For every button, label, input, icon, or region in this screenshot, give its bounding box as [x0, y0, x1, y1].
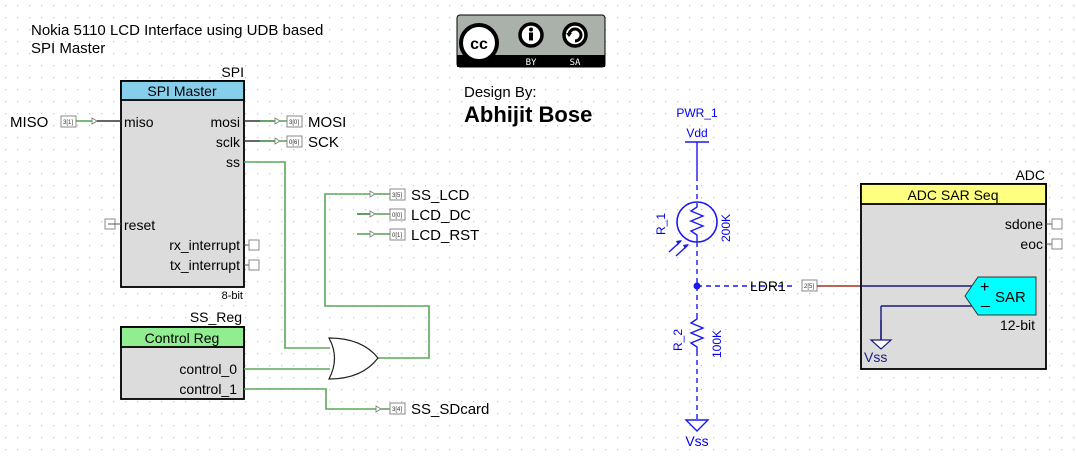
spi-instance-name: SPI	[221, 64, 244, 80]
spi-header-label: SPI Master	[147, 83, 217, 99]
ss-lcd-port-label: SS_LCD	[411, 187, 470, 204]
lcd-dc-pin-number: 0[0]	[392, 213, 402, 219]
ss-sdcard-port[interactable]: 3[4] SS_SDcard	[375, 401, 489, 418]
rx-interrupt-terminal[interactable]	[244, 239, 260, 251]
cc-icon: cc	[459, 23, 499, 63]
ssreg-instance-name: SS_Reg	[190, 309, 242, 325]
ldr1-port[interactable]: 2[5]	[801, 279, 818, 292]
mosi-port-label: MOSI	[308, 114, 346, 131]
svg-text:cc: cc	[470, 36, 488, 53]
control-1-net-wire[interactable]	[244, 388, 376, 410]
ground-icon	[684, 419, 710, 432]
r1-value: 200K	[719, 214, 733, 242]
adc-instance-name: ADC	[1015, 167, 1045, 183]
sar-minus: _	[980, 291, 991, 308]
spi-pin-mosi: mosi	[210, 114, 240, 130]
power-vdd-symbol[interactable]: PWR_1 Vdd	[676, 106, 718, 143]
miso-port-label: MISO	[10, 114, 48, 131]
share-alike-icon	[562, 22, 588, 48]
sar-plus: +	[980, 279, 989, 296]
spi-header	[120, 80, 245, 101]
tx-interrupt-terminal[interactable]	[244, 259, 260, 271]
ss-lcd-port[interactable]: 3[5] SS_LCD	[369, 187, 470, 204]
spi-master-component[interactable]: SPI SPI Master miso reset mosi sclk ss r…	[120, 64, 245, 302]
spi-pin-miso: miso	[124, 114, 154, 130]
spi-pin-tx-interrupt: tx_interrupt	[170, 257, 240, 273]
or-gate-icon[interactable]	[327, 337, 379, 380]
miso-pin-number: 3[1]	[63, 120, 73, 126]
spi-pin-rx-interrupt: rx_interrupt	[169, 237, 240, 253]
sck-port[interactable]: 0[6] SCK	[244, 134, 339, 151]
ss-sdcard-pin-number: 3[4]	[392, 407, 402, 413]
adc-pin-sdone: sdone	[1005, 216, 1043, 232]
sar-label: SAR	[995, 289, 1026, 306]
ss-sdcard-port-label: SS_SDcard	[411, 401, 489, 418]
adc-sar-seq-component[interactable]: ADC ADC SAR Seq sdone eoc Vss + _ SAR 12…	[860, 167, 1047, 370]
ss-lcd-pin-number: 3[5]	[392, 193, 402, 199]
designer-name: Abhijit Bose	[464, 102, 592, 127]
mosi-pin-number: 3[0]	[289, 120, 299, 126]
sa-label: SA	[570, 58, 581, 68]
ldr1-pin-number: 2[5]	[804, 284, 814, 290]
ss-lcd-net-wire[interactable]	[324, 193, 430, 359]
r2-name: R_2	[671, 329, 685, 351]
ssreg-pin-control-0: control_0	[179, 361, 237, 377]
lcd-dc-port-label: LCD_DC	[411, 207, 471, 224]
adc-header	[860, 183, 1047, 205]
control-reg-component[interactable]: SS_Reg Control Reg control_0 control_1	[120, 309, 245, 400]
vss-label: Vss	[685, 433, 708, 449]
ssreg-pin-control-1: control_1	[179, 381, 237, 397]
lcd-rst-port[interactable]: 0[1] LCD_RST	[357, 227, 479, 244]
spi-pin-sclk: sclk	[216, 134, 241, 150]
mosi-port[interactable]: 3[0] MOSI	[244, 114, 346, 131]
vdd-label: Vdd	[686, 126, 707, 140]
sck-pin-number: 0[6]	[289, 140, 299, 146]
design-by-label: Design By:	[464, 84, 537, 101]
miso-port[interactable]: MISO 3[1]	[10, 114, 121, 131]
title-line-1: Nokia 5110 LCD Interface using UDB based	[31, 22, 323, 39]
by-label: BY	[526, 58, 537, 68]
reset-terminal[interactable]	[104, 218, 121, 230]
resistor-icon	[689, 315, 705, 351]
pwr-name: PWR_1	[676, 106, 718, 120]
input-arrow-icon	[91, 117, 98, 125]
spi-pin-ss: ss	[226, 154, 240, 170]
adc-pin-eoc: eoc	[1020, 236, 1043, 252]
ldr1-net-label: LDR1	[750, 278, 786, 294]
sdone-terminal[interactable]	[1046, 218, 1063, 230]
eoc-terminal[interactable]	[1046, 238, 1063, 250]
cc-license-badge: cc BY SA	[456, 14, 606, 68]
lcd-dc-port[interactable]: 0[0] LCD_DC	[357, 207, 471, 224]
ss-net-wire[interactable]	[244, 161, 330, 349]
r2-value: 100K	[710, 330, 724, 358]
ground-vss-symbol[interactable]: Vss	[684, 419, 710, 449]
adc-header-label: ADC SAR Seq	[907, 187, 998, 203]
lcd-rst-pin-number: 0[1]	[392, 233, 402, 239]
attribution-icon	[518, 22, 544, 48]
lcd-rst-port-label: LCD_RST	[411, 227, 479, 244]
ssreg-header	[120, 326, 245, 348]
adc-resolution: 12-bit	[1000, 317, 1035, 333]
r1-name: R_1	[654, 213, 668, 235]
sck-port-label: SCK	[308, 134, 339, 151]
adc-vss-label: Vss	[864, 349, 887, 365]
spi-resolution: 8-bit	[222, 290, 243, 302]
sar-icon	[964, 276, 1037, 316]
spi-pin-reset: reset	[124, 217, 155, 233]
r2-resistor-component[interactable]: R_2 100K	[671, 286, 724, 358]
title-line-2: SPI Master	[31, 40, 105, 57]
ssreg-header-label: Control Reg	[145, 330, 220, 346]
